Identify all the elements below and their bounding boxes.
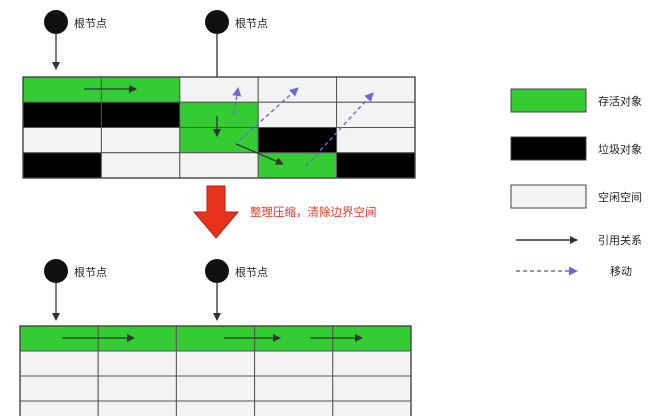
- memory-cell-free: [254, 350, 334, 377]
- memory-cell-garbage: [22, 152, 102, 179]
- compact-down-arrow-icon: [192, 185, 240, 239]
- move-arrow: [239, 87, 299, 141]
- transition: 整理压缩，清除边界空间: [192, 185, 377, 239]
- memory-grid-border: [22, 76, 416, 179]
- memory-grid-after: [19, 325, 412, 416]
- memory-cell-free: [332, 350, 412, 377]
- legend-label: 引用关系: [598, 233, 642, 247]
- root-node-label: 根节点: [235, 16, 268, 30]
- memory-cell-free: [19, 350, 99, 377]
- memory-cell-garbage: [257, 127, 338, 154]
- memory-cell-free: [19, 400, 99, 416]
- memory-cell-free: [336, 101, 416, 128]
- legend-swatch-alive: [510, 88, 587, 113]
- legend-item-garbage: 垃圾对象: [510, 136, 642, 161]
- memory-cell-free: [254, 375, 334, 402]
- memory-cell-free: [175, 375, 256, 402]
- legend-label: 移动: [610, 265, 632, 278]
- memory-cell-free: [336, 76, 416, 103]
- root-node-label: 根节点: [74, 265, 107, 279]
- memory-cell-garbage: [336, 152, 416, 179]
- legend-label: 存活对象: [598, 94, 642, 108]
- legend-swatch-garbage: [510, 136, 587, 161]
- root-node-label: 根节点: [74, 16, 107, 30]
- memory-cell-garbage: [22, 101, 102, 128]
- root-node-label: 根节点: [235, 265, 268, 279]
- reference-arrow: [235, 143, 284, 165]
- memory-cell-free: [179, 76, 259, 103]
- root-node-circle: [205, 10, 229, 34]
- legend-item-alive: 存活对象: [510, 88, 642, 113]
- legend-label: 空闲空间: [598, 190, 642, 204]
- memory-cell-free: [175, 400, 256, 416]
- memory-cell-free: [100, 127, 181, 154]
- memory-cell-alive: [179, 101, 259, 128]
- memory-cell-free: [175, 350, 256, 377]
- memory-cell-free: [336, 127, 416, 154]
- legend-item-move: 移动: [516, 265, 632, 278]
- memory-grid-before: [22, 76, 416, 179]
- legend-label: 垃圾对象: [598, 142, 642, 156]
- memory-cell-garbage: [100, 101, 181, 128]
- memory-cell-alive: [257, 152, 338, 179]
- before-move-arrows: [232, 87, 374, 167]
- memory-cell-free: [332, 375, 412, 402]
- memory-cell-free: [19, 375, 99, 402]
- root-node-bottom-2: 根节点: [205, 259, 268, 321]
- root-node-circle: [44, 10, 68, 34]
- before-reference-arrows: [84, 85, 284, 165]
- memory-cell-free: [97, 350, 177, 377]
- memory-cell-free: [254, 400, 334, 416]
- root-node-bottom-1: 根节点: [44, 259, 107, 321]
- legend-item-reference: 引用关系: [516, 233, 642, 247]
- legend-swatch-free: [510, 184, 587, 209]
- memory-cell-free: [257, 101, 338, 128]
- root-node-circle: [44, 259, 68, 283]
- memory-grid-border: [19, 325, 412, 416]
- memory-cell-free: [179, 152, 259, 179]
- memory-cell-free: [22, 127, 102, 154]
- legend: 存活对象 垃圾对象 空闲空间 引用关系 移动: [510, 88, 642, 278]
- root-node-circle: [205, 259, 229, 283]
- legend-item-free: 空闲空间: [510, 184, 642, 209]
- memory-cell-free: [332, 400, 412, 416]
- move-arrow: [232, 87, 242, 115]
- transition-label: 整理压缩，清除边界空间: [250, 205, 377, 219]
- memory-cell-free: [97, 400, 177, 416]
- move-arrow: [305, 92, 374, 167]
- memory-cell-free: [97, 375, 177, 402]
- memory-cell-free: [257, 76, 338, 103]
- memory-cell-free: [100, 152, 181, 179]
- root-node-top-1: 根节点: [44, 10, 107, 70]
